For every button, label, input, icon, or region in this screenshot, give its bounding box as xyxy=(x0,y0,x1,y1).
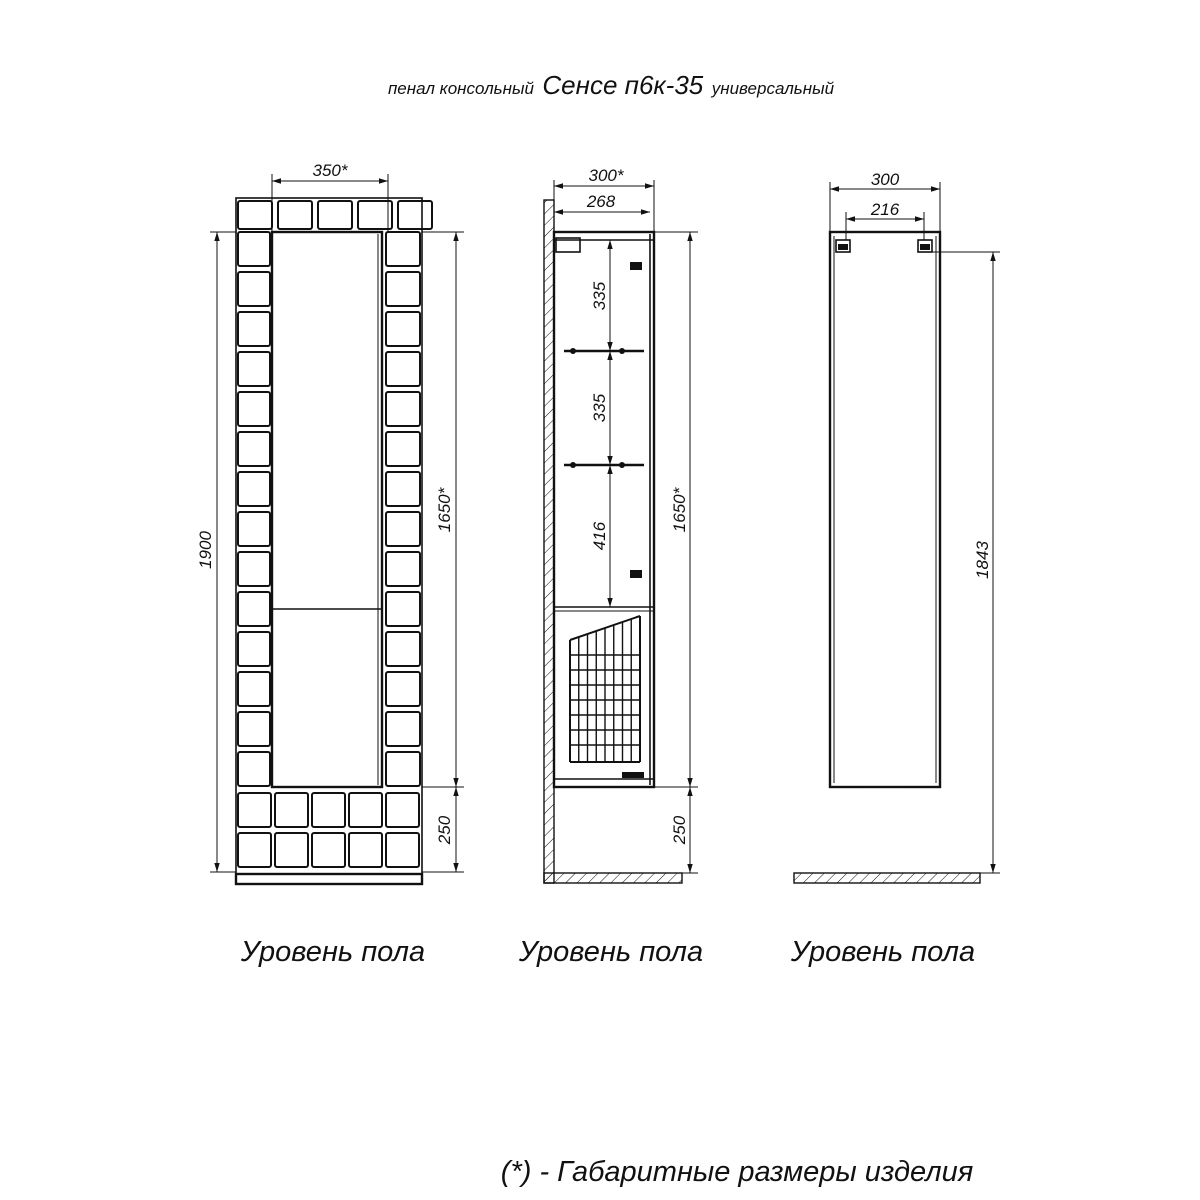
tile-wall xyxy=(237,200,433,868)
wall-tile xyxy=(237,391,271,427)
front-view: 350* 1900 1650* 250 Уровень пола xyxy=(196,161,464,968)
floor-level-label: Уровень пола xyxy=(240,936,425,968)
wall-tile xyxy=(237,431,271,467)
wall-tile xyxy=(274,792,309,828)
depth-label: 300* xyxy=(589,166,625,185)
wall-tile xyxy=(237,671,271,707)
wall-tile xyxy=(237,311,271,347)
cabinet-side xyxy=(552,230,656,789)
depth-label: 300 xyxy=(871,170,900,189)
wall-tile xyxy=(237,231,271,267)
floor-section xyxy=(793,872,981,884)
wall-tile xyxy=(237,832,272,868)
wall-tile xyxy=(385,311,421,347)
wall-tile xyxy=(237,631,271,667)
mount-right xyxy=(917,239,933,253)
wall-tile xyxy=(397,200,433,230)
floor-gap-label: 250 xyxy=(670,815,689,845)
wall-tile xyxy=(237,471,271,507)
width-label: 350* xyxy=(313,161,349,180)
wall-tile xyxy=(237,271,271,307)
wall-tile xyxy=(385,471,421,507)
body-height-label: 1650* xyxy=(670,486,689,532)
wall-section xyxy=(543,199,555,884)
wall-tile xyxy=(385,751,421,787)
wall-tile xyxy=(317,200,353,230)
basket-mount xyxy=(622,772,644,778)
wall-tile xyxy=(274,832,309,868)
wall-tile xyxy=(385,271,421,307)
wall-tile xyxy=(237,511,271,547)
floor-line xyxy=(234,872,424,886)
wall-tile xyxy=(348,832,383,868)
hinge-bottom xyxy=(630,570,642,578)
wall-tile xyxy=(385,832,420,868)
wall-tile xyxy=(357,200,393,230)
wall-tile xyxy=(237,792,272,828)
wall-tile xyxy=(385,351,421,387)
wall-tile xyxy=(311,792,346,828)
wall-tile xyxy=(385,711,421,747)
body-height-label: 1650* xyxy=(435,486,454,532)
drawing-title: пенал консольный Сенсе п6к-35 универсаль… xyxy=(388,70,835,100)
wall-tile xyxy=(385,231,421,267)
wall-tile xyxy=(237,591,271,627)
floor-level-label: Уровень пола xyxy=(518,936,703,968)
shelf-2-label: 335 xyxy=(590,393,609,422)
wall-tile xyxy=(237,711,271,747)
cabinet-front xyxy=(270,230,384,789)
mount-left xyxy=(835,239,851,253)
wall-tile xyxy=(385,792,420,828)
wall-tile xyxy=(237,751,271,787)
total-height-label: 1900 xyxy=(196,531,215,569)
footnote: (*) - Габаритные размеры изделия xyxy=(501,1156,973,1188)
shelf-3-label: 416 xyxy=(590,521,609,550)
wall-tile xyxy=(237,551,271,587)
shelf-1-label: 335 xyxy=(590,281,609,310)
mount-height-label: 1843 xyxy=(973,541,992,579)
mount-spacing-label: 216 xyxy=(870,200,900,219)
wall-tile xyxy=(311,832,346,868)
cabinet-back xyxy=(828,230,942,789)
wall-tile xyxy=(385,511,421,547)
wall-tile xyxy=(385,591,421,627)
wall-tile xyxy=(385,631,421,667)
wall-tile xyxy=(277,200,313,230)
mount-bracket xyxy=(555,237,581,253)
wall-tile xyxy=(348,792,383,828)
wall-tile xyxy=(237,200,273,230)
hinge-top xyxy=(630,262,642,270)
floor-gap-label: 250 xyxy=(435,815,454,845)
wall-tile xyxy=(385,431,421,467)
back-view: 300 216 1843 Уровень пола xyxy=(790,170,1000,968)
side-view: 300* 268 335 335 416 1650* 250 Уровень п… xyxy=(518,166,703,968)
wall-tile xyxy=(385,391,421,427)
wall-tile xyxy=(237,351,271,387)
laundry-basket xyxy=(569,615,644,778)
floor-level-label: Уровень пола xyxy=(790,936,975,968)
wall-tile xyxy=(385,551,421,587)
inner-depth-label: 268 xyxy=(586,192,616,211)
wall-tile xyxy=(385,671,421,707)
floor-section xyxy=(543,872,683,884)
